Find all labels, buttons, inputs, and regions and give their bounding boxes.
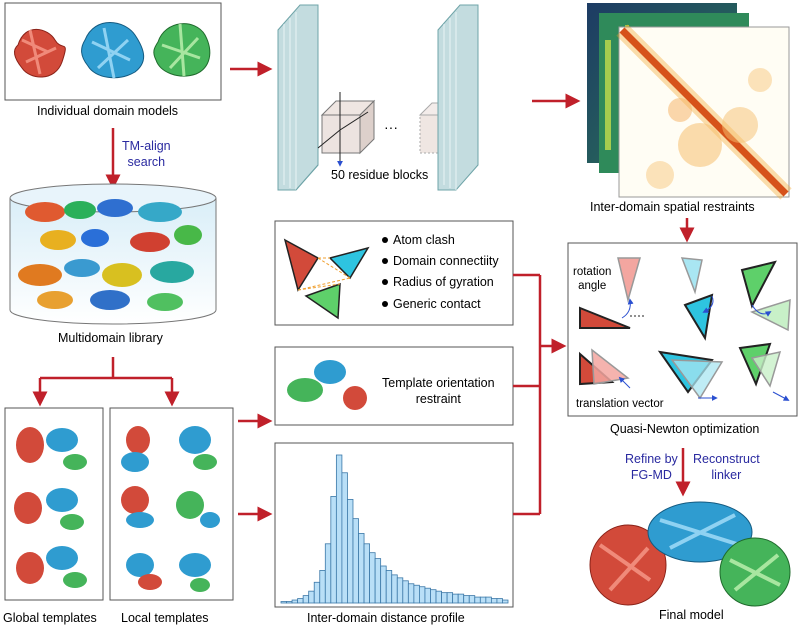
- individual-domain-models-panel: [4, 2, 222, 101]
- blue-domain-model: [81, 22, 145, 79]
- histogram-bar: [319, 570, 326, 604]
- histogram-bar: [347, 498, 354, 604]
- histogram-bar: [474, 596, 481, 604]
- inter-domain-distance-profile-label: Inter-domain distance profile: [307, 611, 465, 625]
- translation-examples: [579, 342, 790, 401]
- histogram-bar: [324, 543, 332, 604]
- energy-term-generic-contact: Generic contact: [393, 297, 481, 311]
- reconstruct-linker-label: Reconstruct linker: [693, 451, 760, 483]
- histogram-bar: [385, 570, 393, 604]
- template-orientation-line1: Template orientation: [382, 376, 495, 390]
- histogram-bar: [358, 533, 365, 604]
- arrow-library-to-templates: [32, 357, 180, 407]
- histogram-bar: [341, 472, 348, 604]
- energy-term-bullets: [382, 237, 388, 307]
- quasi-newton-panel: [567, 242, 798, 417]
- histogram-bar: [297, 598, 304, 604]
- residue-blocks-label: 50 residue blocks: [331, 168, 429, 182]
- local-templates-panel: [109, 407, 234, 601]
- histogram-bar: [441, 592, 448, 604]
- histogram-bar: [430, 589, 437, 604]
- residue-blocks-stack-right: [437, 4, 479, 191]
- histogram-bars: [280, 454, 509, 604]
- distance-profile-panel: [274, 442, 514, 608]
- histogram-bar: [313, 581, 321, 604]
- energy-term-radius-of-gyration: Radius of gyration: [393, 275, 494, 289]
- refine-line1: Refine by: [625, 452, 678, 466]
- histogram-bar: [363, 543, 370, 604]
- histogram-bar: [291, 599, 299, 604]
- histogram-bar: [457, 593, 465, 604]
- histogram-bar: [419, 586, 426, 604]
- rotation-angle-line1: rotation: [573, 266, 612, 278]
- contact-map-stack: [587, 3, 792, 200]
- refine-by-fg-md-label: Refine by FG-MD: [625, 451, 678, 483]
- histogram-bar: [479, 596, 487, 604]
- histogram-bar: [402, 580, 409, 604]
- tm-align-line2: search: [127, 155, 166, 169]
- multidomain-library-cylinder: [9, 183, 217, 325]
- histogram-bar: [502, 599, 509, 604]
- local-templates-label: Local templates: [121, 611, 209, 625]
- quasi-newton-optimization-label: Quasi-Newton optimization: [610, 422, 760, 436]
- energy-terms-panel: [274, 220, 514, 326]
- histogram-bar: [302, 595, 310, 604]
- histogram-bar: [424, 587, 431, 604]
- rotation-angle-label: rotation angle: [573, 265, 611, 293]
- reconstruct-line1: Reconstruct: [693, 452, 760, 466]
- histogram-bar: [335, 454, 343, 604]
- histogram-bar: [468, 595, 476, 604]
- tm-align-search-label: TM-align search: [122, 138, 171, 170]
- histogram-bar: [463, 595, 470, 604]
- multidomain-library-label: Multidomain library: [58, 331, 163, 345]
- energy-term-atom-clash: Atom clash: [393, 233, 455, 247]
- histogram-bar: [380, 565, 387, 604]
- histogram-bar: [374, 558, 382, 604]
- histogram-bar: [496, 598, 503, 604]
- histogram-bar: [396, 577, 404, 604]
- histogram-bar: [485, 596, 492, 604]
- histogram-bar: [369, 552, 376, 604]
- rotation-angle-line2: angle: [578, 280, 607, 292]
- global-templates-panel: [4, 407, 104, 601]
- histogram-bar: [286, 601, 293, 604]
- histogram-bar: [352, 518, 359, 604]
- global-templates-label: Global templates: [3, 611, 97, 625]
- template-orientation-line2: restraint: [415, 392, 461, 406]
- translation-vector-label: translation vector: [576, 398, 664, 410]
- residue-block-cube: [317, 92, 376, 167]
- individual-domain-models-label: Individual domain models: [37, 104, 179, 118]
- histogram-bar: [435, 590, 442, 604]
- histogram-bar: [413, 584, 420, 604]
- template-orientation-label: Template orientation restraint: [382, 375, 495, 407]
- histogram-bar: [330, 496, 337, 604]
- energy-terms-triangles: [283, 238, 370, 320]
- energy-term-domain-connectivity: Domain connectiity: [393, 254, 499, 268]
- blocks-ellipsis: ···: [384, 119, 398, 135]
- arrow-terms-to-optimization: [513, 273, 567, 516]
- histogram-bar: [280, 601, 287, 604]
- tm-align-line1: TM-align: [122, 139, 171, 153]
- rotation-examples: [579, 257, 791, 341]
- library-proteins: [18, 199, 202, 311]
- histogram-bar: [490, 598, 498, 604]
- green-domain-model: [153, 23, 211, 77]
- refine-line2: FG-MD: [630, 468, 672, 482]
- histogram-bar: [308, 590, 315, 604]
- histogram-bar: [452, 593, 459, 604]
- residue-blocks-stack-left: [277, 4, 319, 191]
- final-model-label: Final model: [659, 608, 724, 622]
- histogram-bar: [446, 592, 454, 604]
- histogram-bar: [391, 574, 398, 604]
- reconstruct-line2: linker: [711, 468, 742, 482]
- final-model-structure: [589, 501, 791, 607]
- inter-domain-spatial-restraints-label: Inter-domain spatial restraints: [590, 200, 755, 214]
- red-domain-model: [14, 28, 66, 78]
- histogram-bar: [407, 583, 415, 604]
